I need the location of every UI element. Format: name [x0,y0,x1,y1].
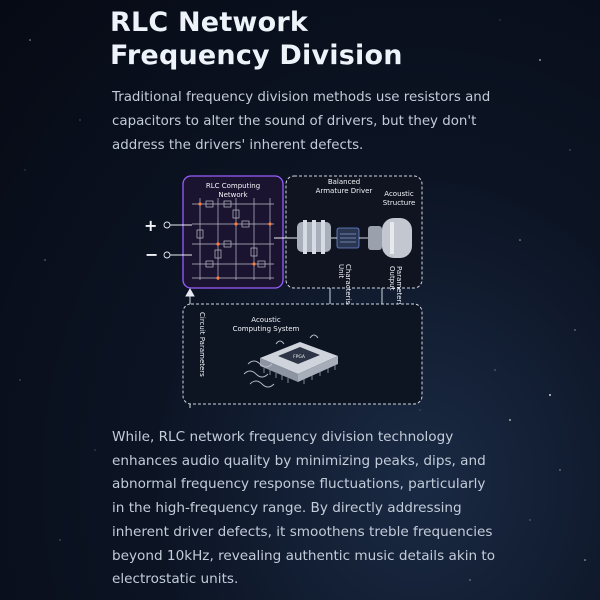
title-line-1: RLC Network [110,7,308,38]
unit-label: Unit [337,264,345,279]
rlc-network-box: RLC Computing Network [182,175,284,289]
minus-terminal-symbol: − [145,245,158,264]
output-label: Output [388,266,396,291]
terminal-wires [163,221,192,259]
intro-paragraph: Traditional frequency division methods u… [112,90,491,153]
fpga-chip-icon: FPGA [243,334,338,388]
parameters-label: Parameters [395,266,403,306]
rlc-label-line-1: RLC Computing [206,182,260,190]
acoustic-structure-label-line-2: Structure [383,199,416,207]
rlc-label-line-2: Network [218,191,248,199]
driver-label-line-2: Armature Driver [316,187,373,195]
body-paragraph: While, RLC network frequency division te… [112,429,496,588]
rlc-diagram: RLC Computing Network + − Balanced Armat… [144,175,423,408]
characteristics-label: Characteristics [344,264,352,317]
acoustic-structure-label-line-1: Acoustic [384,190,414,198]
acs-label-line-1: Acoustic [251,316,281,324]
chip-label: FPGA [293,354,306,360]
acs-label-line-2: Computing System [233,325,300,333]
title-line-2: Frequency Division [110,40,403,71]
acoustic-computing-box: Circuit Parameters Acoustic Computing Sy… [182,303,423,405]
page-title: RLC Network Frequency Division [110,6,403,72]
plus-terminal-symbol: + [144,216,157,235]
driver-box: Balanced Armature Driver Acoustic Struct… [274,175,423,289]
circuit-parameters-label: Circuit Parameters [198,312,206,377]
driver-label-line-1: Balanced [328,178,360,186]
